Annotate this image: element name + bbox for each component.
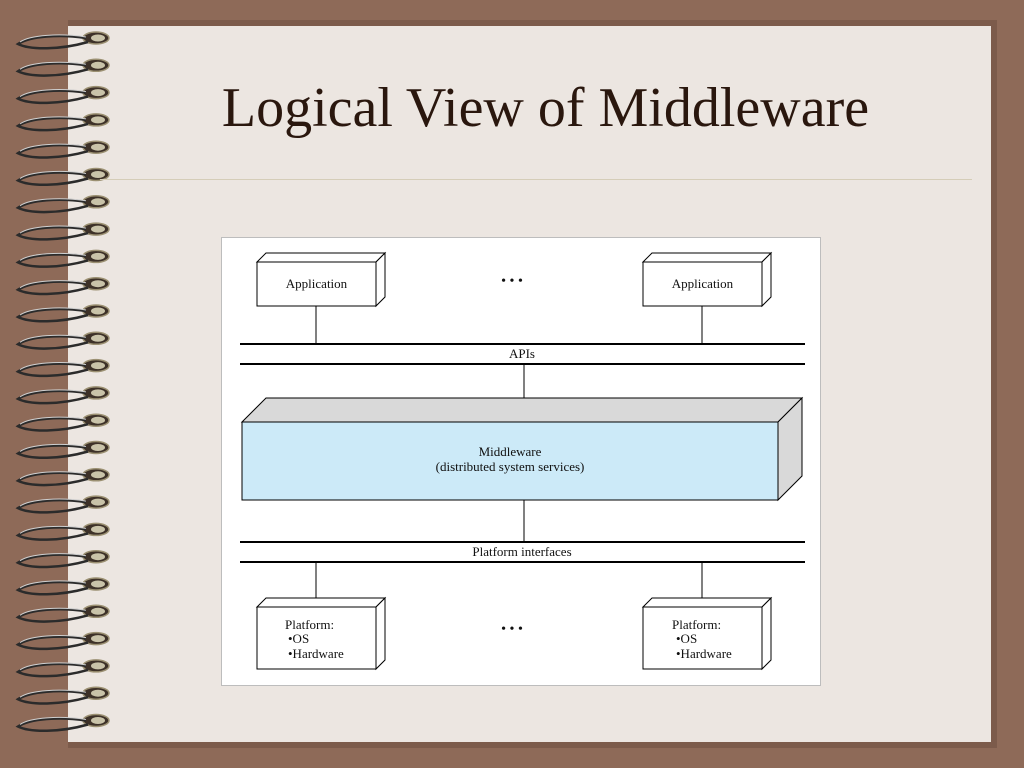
ellipsis-bottom: • • •: [501, 622, 523, 637]
binding-ring: [15, 113, 110, 132]
platform-left-item-os: •OS: [288, 631, 310, 646]
title-divider: [100, 179, 972, 180]
platform-left-title: Platform:: [285, 617, 335, 632]
platform-interfaces-label: Platform interfaces: [472, 544, 572, 559]
platform-left-box: [255, 596, 387, 671]
binding-ring: [15, 577, 110, 596]
middleware-subtitle: (distributed system services): [435, 459, 585, 474]
application-right-label: Application: [671, 276, 734, 291]
application-left-label: Application: [285, 276, 348, 291]
platform-right-item-hardware: •Hardware: [676, 646, 732, 661]
binding-ring: [15, 468, 110, 487]
binding-ring: [15, 31, 110, 50]
binding-ring: [15, 440, 110, 460]
middleware-slab: [240, 396, 804, 502]
middleware-title: Middleware: [478, 444, 542, 459]
diagram-shapes: [240, 251, 805, 671]
binding-ring: [15, 58, 110, 77]
binding-ring: [15, 140, 110, 159]
platform-right-box: [641, 596, 773, 671]
apis-label: APIs: [508, 346, 535, 361]
middleware-diagram: Application Application • • • APIs Middl…: [221, 237, 821, 686]
binding-ring: [15, 304, 110, 323]
binding-ring: [15, 249, 110, 268]
binding-ring: [15, 549, 110, 569]
binding-ring: [15, 195, 110, 214]
binding-ring: [15, 358, 110, 378]
binding-ring: [15, 386, 110, 405]
application-left-box: [255, 251, 387, 308]
platform-right-title: Platform:: [672, 617, 722, 632]
binding-ring: [15, 713, 110, 733]
binding-ring: [15, 604, 110, 623]
slide-title: Logical View of Middleware: [221, 77, 870, 139]
binding-ring: [15, 85, 110, 105]
ellipsis-top: • • •: [501, 274, 523, 289]
platform-left-item-hardware: •Hardware: [288, 646, 344, 661]
binding-ring: [15, 495, 110, 514]
binding-ring: [15, 413, 110, 432]
binding-ring: [15, 222, 110, 241]
binding-ring: [15, 522, 110, 541]
binding-ring: [15, 276, 110, 296]
binding-ring: [15, 331, 110, 350]
binding-ring: [15, 631, 110, 651]
binding-ring: [15, 659, 110, 678]
application-right-box: [641, 251, 773, 308]
spiral-binding: [15, 31, 110, 733]
binding-ring: [15, 686, 110, 705]
binding-ring: [15, 167, 110, 187]
platform-right-item-os: •OS: [676, 631, 698, 646]
